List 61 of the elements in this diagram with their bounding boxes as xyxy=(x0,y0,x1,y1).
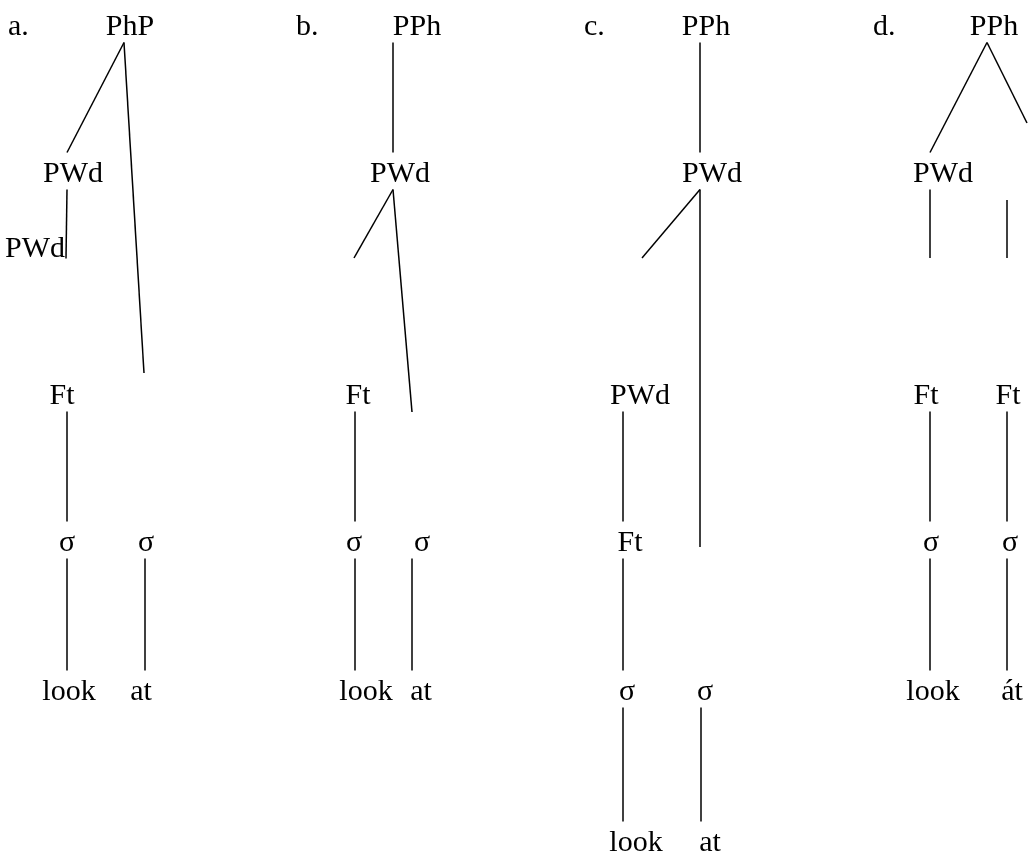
tree-node-label: PWd xyxy=(913,154,973,188)
tree-branch-line xyxy=(123,41,145,374)
tree-node-label: PWd xyxy=(43,154,103,188)
tree-branch-line xyxy=(1006,557,1008,672)
tree-branch-line xyxy=(66,557,68,672)
tree-node-label: Ft xyxy=(995,376,1021,410)
tree-node-label: σ xyxy=(696,672,714,706)
tree-node-label: σ xyxy=(922,523,940,557)
tree-branch-line xyxy=(699,188,701,548)
tree-branch-line xyxy=(700,706,702,823)
tree-node-label: σ xyxy=(137,523,155,557)
tree-branch-line xyxy=(1006,410,1008,523)
tree-branch-line xyxy=(353,188,394,259)
tree-branch-line xyxy=(622,706,624,823)
tree-node-label: PWd xyxy=(682,154,742,188)
tree-branch-line xyxy=(929,188,931,259)
tree-node-label: PWd xyxy=(370,154,430,188)
tree-node-label: σ xyxy=(345,523,363,557)
tree-branch-line xyxy=(622,410,624,523)
example-letter: c. xyxy=(584,7,605,41)
tree-node-label: σ xyxy=(413,523,431,557)
tree-branch-line xyxy=(699,41,701,154)
tree-node-label: at xyxy=(130,672,152,706)
tree-node-label: PWd xyxy=(610,376,670,410)
tree-node-label: Ft xyxy=(617,523,643,557)
tree-branch-line xyxy=(392,188,413,413)
tree-branch-line xyxy=(411,557,413,672)
tree-node-label: Ft xyxy=(49,376,75,410)
tree-branch-line xyxy=(929,410,931,523)
tree-node-label: look xyxy=(42,672,96,706)
tree-node-label: look xyxy=(609,823,663,853)
tree-node-label: σ xyxy=(618,672,636,706)
tree-node-label: PPh xyxy=(392,7,442,41)
tree-branch-line xyxy=(66,410,68,523)
tree-branch-line xyxy=(66,41,125,154)
tree-node-label: át xyxy=(1001,672,1023,706)
tree-node-label: PhP xyxy=(105,7,155,41)
tree-branch-line xyxy=(392,41,394,154)
tree-node-label: at xyxy=(410,672,432,706)
tree-node-label: Ft xyxy=(913,376,939,410)
tree-branch-line xyxy=(929,557,931,672)
tree-node-label: σ xyxy=(58,523,76,557)
tree-node-label: σ xyxy=(1001,523,1019,557)
tree-node-label: PPh xyxy=(969,7,1019,41)
example-letter: a. xyxy=(8,7,29,41)
tree-branch-line xyxy=(354,410,356,523)
tree-branch-line xyxy=(144,557,146,672)
tree-branch-line xyxy=(929,41,988,154)
example-letter: b. xyxy=(296,7,319,41)
tree-branch-line xyxy=(354,557,356,672)
tree-branch-line xyxy=(986,41,1028,124)
tree-node-label: PWd xyxy=(5,229,65,263)
tree-node-label: Ft xyxy=(345,376,371,410)
tree-node-label: look xyxy=(906,672,960,706)
tree-node-label: look xyxy=(339,672,393,706)
tree-branch-line xyxy=(65,188,68,260)
tree-node-label: at xyxy=(699,823,721,853)
example-letter: d. xyxy=(873,7,896,41)
tree-branch-line xyxy=(641,188,701,259)
tree-branch-line xyxy=(622,557,624,672)
tree-node-label: PPh xyxy=(681,7,731,41)
